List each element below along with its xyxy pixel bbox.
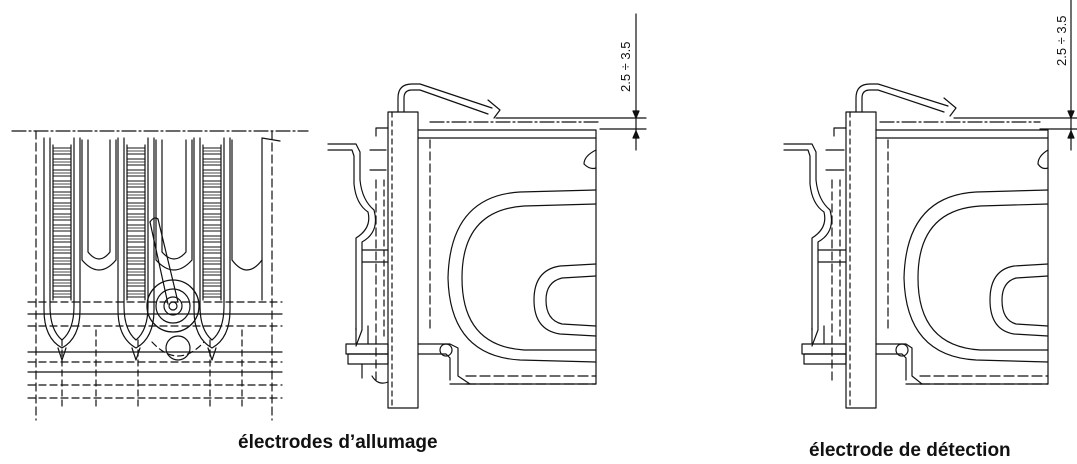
caption-detection-electrode: électrode de détection — [809, 440, 1011, 461]
detection-electrode-side-view — [784, 0, 1077, 408]
gap-dimension-right: 2.5 ÷ 3.5 — [1054, 15, 1069, 66]
burner-ports — [53, 148, 221, 297]
caption-ignition-electrodes: électrodes d’allumage — [238, 432, 438, 453]
ignition-electrode-side-view — [328, 14, 646, 408]
gap-dimension-left: 2.5 ÷ 3.5 — [618, 41, 633, 92]
ignition-electrode-holder — [147, 218, 204, 360]
burner-top-view — [12, 131, 308, 420]
